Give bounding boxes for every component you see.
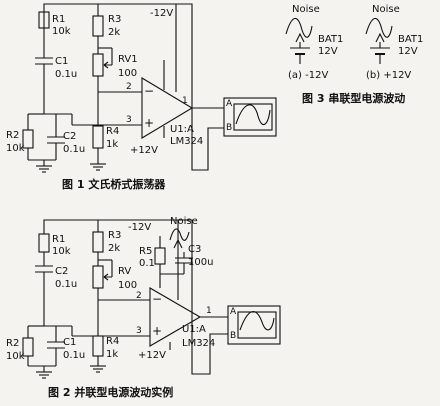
- fig3a-noise-wave: [285, 17, 313, 38]
- fig2-c3-name: C3: [188, 244, 202, 255]
- fig2-minus-input: −: [152, 292, 163, 306]
- fig1-c2-value: 0.1u: [63, 144, 86, 155]
- fig2-unit-name: U1:A: [182, 324, 206, 335]
- fig1-minus-input: −: [144, 84, 155, 98]
- fig2-pos-supply: +12V: [138, 350, 166, 361]
- fig1-pos-supply: +12V: [130, 145, 158, 156]
- fig2-r4-resistor: [92, 335, 104, 357]
- fig1-r4-name: R4: [106, 126, 120, 137]
- fig2-r4-name: R4: [106, 336, 120, 347]
- fig1-pin-3: 3: [126, 115, 132, 125]
- fig1-r4-value: 1k: [106, 139, 119, 150]
- figure-1-wiring: [22, 3, 277, 173]
- fig2-r2-value: 10k: [6, 351, 25, 362]
- fig1-r2-name: R2: [6, 130, 20, 141]
- fig1-rv1-value: 100: [118, 68, 138, 79]
- fig2-r1-value: 10k: [52, 246, 71, 257]
- fig2-pin-2: 2: [136, 291, 142, 301]
- fig2-r1-resistor: [38, 233, 50, 253]
- fig2-c2-name: C2: [55, 266, 69, 277]
- fig1-neg-supply: -12V: [150, 8, 174, 19]
- fig2-scope-b: B: [230, 331, 237, 341]
- fig2-c1-value: 0.1u: [63, 350, 86, 361]
- fig1-opamp-lm324: [141, 77, 194, 139]
- fig3a-bat-value: 12V: [318, 46, 338, 57]
- fig2-r2-name: R2: [6, 338, 20, 349]
- fig1-rv1-name: RV1: [118, 54, 138, 65]
- fig2-pin-3: 3: [136, 326, 142, 336]
- fig1-c2-name: C2: [63, 131, 77, 142]
- fig1-pin-1: 1: [182, 96, 188, 106]
- fig2-r5-resistor: [154, 247, 166, 265]
- fig3-caption: 图 3 串联型电源波动: [302, 92, 406, 105]
- fig2-plus-input: +: [152, 324, 163, 338]
- fig2-c3-value: 100u: [188, 257, 214, 268]
- fig3b-bat-value: 12V: [398, 46, 418, 57]
- fig2-pin-1: 1: [206, 306, 212, 316]
- figure-2-wiring: [22, 219, 281, 379]
- fig1-scope-b: B: [226, 123, 233, 133]
- fig1-c1-value: 0.1u: [55, 69, 78, 80]
- fig1-r1-name: R1: [52, 14, 66, 25]
- fig2-r3-name: R3: [108, 230, 122, 241]
- fig1-scope-a: A: [226, 99, 233, 109]
- fig2-opamp-lm324: [149, 287, 202, 347]
- fig1-r3-resistor: [92, 15, 104, 37]
- fig1-scope-trace: [235, 104, 271, 126]
- fig1-r1-value: 10k: [52, 26, 71, 37]
- fig1-part-name: LM324: [170, 136, 204, 147]
- fig1-rv1-potentiometer: [92, 53, 104, 77]
- fig1-r4-resistor: [92, 125, 104, 149]
- fig2-r3-value: 2k: [108, 243, 121, 254]
- fig2-c1-name: C1: [63, 337, 77, 348]
- fig1-r2-value: 10k: [6, 143, 25, 154]
- fig2-oscilloscope: [227, 305, 281, 345]
- fig2-rv-potentiometer: [92, 265, 104, 289]
- fig2-r4-value: 1k: [106, 349, 119, 360]
- fig2-scope-a: A: [230, 307, 237, 317]
- fig2-r5-value: 0.1: [139, 258, 155, 269]
- fig1-caption: 图 1 文氏桥式振荡器: [62, 178, 166, 191]
- fig3b-noise-label: Noise: [372, 4, 400, 15]
- fig2-caption: 图 2 并联型电源波动实例: [48, 386, 174, 399]
- fig2-noise-label: Noise: [170, 216, 198, 227]
- fig1-plus-input: +: [144, 116, 155, 130]
- fig1-r3-name: R3: [108, 14, 122, 25]
- fig1-pin-2: 2: [126, 82, 132, 92]
- fig2-c2-value: 0.1u: [55, 279, 78, 290]
- fig3b-noise-wave: [365, 17, 393, 38]
- fig2-scope-trace: [239, 311, 275, 331]
- fig3a-bat-name: BAT1: [318, 34, 344, 45]
- fig2-r5-name: R5: [139, 246, 153, 257]
- fig2-neg-supply: -12V: [128, 222, 152, 233]
- fig2-noise-wave: [169, 228, 190, 241]
- fig1-oscilloscope: [223, 97, 277, 137]
- fig1-r3-value: 2k: [108, 27, 121, 38]
- fig2-r1-name: R1: [52, 234, 66, 245]
- figure-3-wiring: [285, 17, 393, 64]
- fig3a-noise-label: Noise: [292, 4, 320, 15]
- fig1-c1-name: C1: [55, 56, 69, 67]
- fig2-r3-resistor: [92, 231, 104, 253]
- fig2-part-name: LM324: [182, 338, 216, 349]
- fig1-unit-name: U1:A: [170, 124, 194, 135]
- fig2-rv-name: RV: [118, 266, 132, 277]
- fig3a-tag: (a) -12V: [288, 70, 329, 81]
- fig3b-bat-name: BAT1: [398, 34, 424, 45]
- fig3b-tag: (b) +12V: [366, 70, 412, 81]
- fig2-rv-value: 100: [118, 280, 138, 291]
